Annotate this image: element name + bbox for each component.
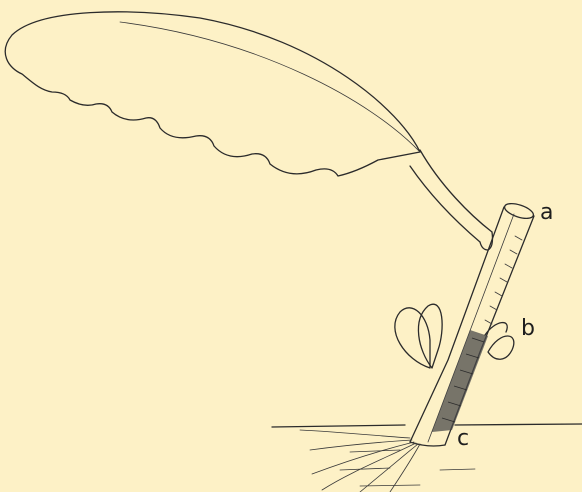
roots xyxy=(300,430,420,492)
leaf-blade xyxy=(5,12,420,176)
label-a: a xyxy=(540,202,553,224)
shaded-region xyxy=(432,330,488,432)
label-b: b xyxy=(521,318,535,340)
stem-texture-marks xyxy=(485,236,522,324)
stem-cutting xyxy=(410,201,535,446)
soil-surface-line xyxy=(272,424,582,486)
bud-left xyxy=(395,304,442,368)
label-c: c xyxy=(457,428,469,450)
petiole xyxy=(410,150,493,250)
